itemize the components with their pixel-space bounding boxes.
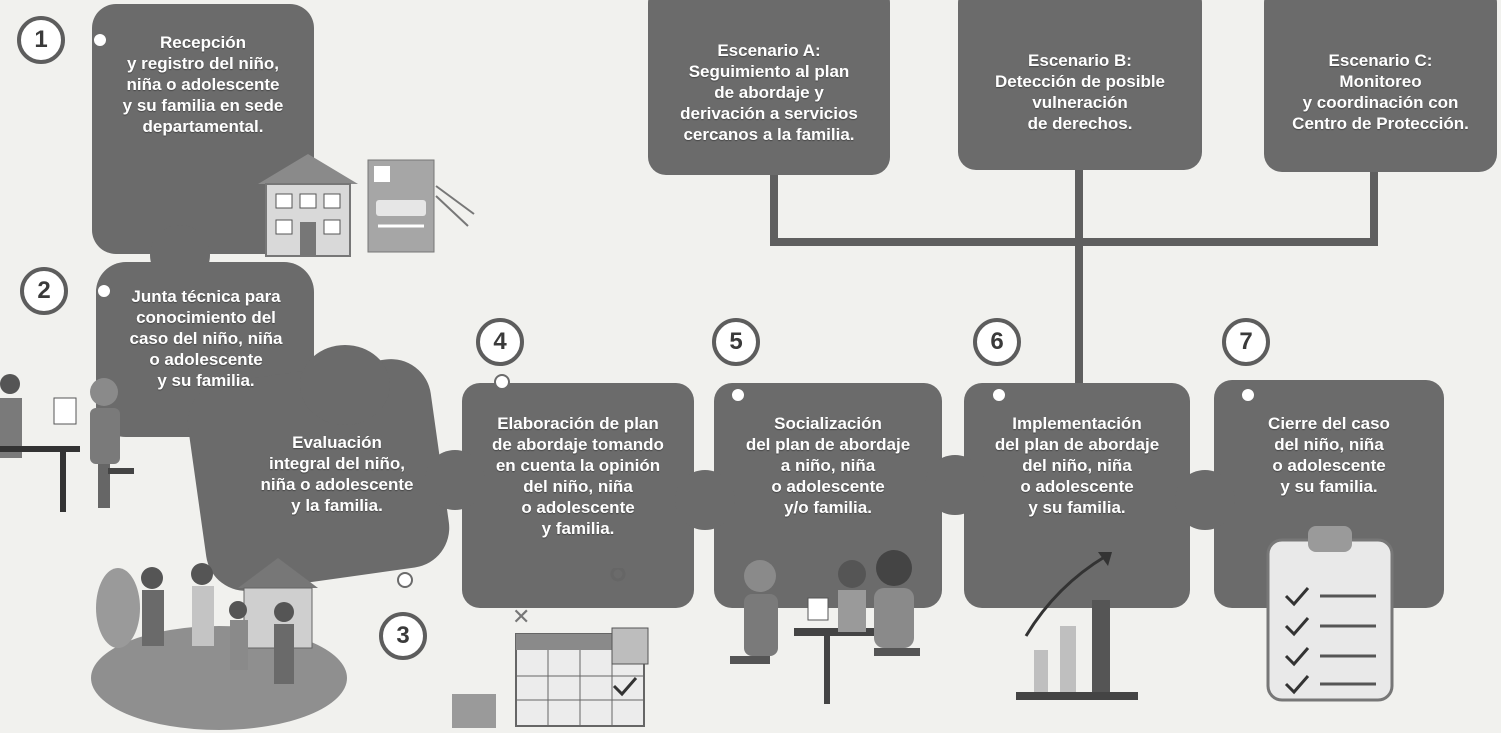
step-6-box [964, 383, 1190, 608]
scenario-c-text: Escenario C: Monitoreo y coordinación co… [1292, 51, 1469, 133]
scenario-b-text: Escenario B: Detección de posible vulner… [994, 51, 1166, 133]
step-5-dot [730, 387, 746, 403]
house-icon [258, 154, 358, 257]
step-5-number: 5 [712, 318, 760, 366]
step-4-dot [494, 374, 510, 390]
step-5-text: Socialización del plan de abordaje a niñ… [745, 414, 911, 517]
svg-text:✕: ✕ [512, 605, 530, 630]
step-3-number: 3 [379, 612, 427, 660]
scenario-a-box [648, 0, 890, 175]
conversation-icon [730, 550, 920, 704]
step-4-knob [425, 450, 485, 510]
calendar-icon: ✕ [452, 568, 649, 728]
step-7-knob [1175, 470, 1235, 530]
step-6-number: 6 [973, 318, 1021, 366]
meeting-icon [0, 374, 134, 512]
scenario-c-box [1264, 0, 1497, 172]
document-icon [367, 159, 475, 253]
step-2-text: Junta técnica para conocimiento del caso… [129, 287, 283, 390]
scenario-a-text: Escenario A: Seguimiento al plan de abor… [680, 41, 858, 144]
step-6-knob [925, 455, 985, 515]
step-1-number: 1 [17, 16, 65, 64]
clipboard-icon [1266, 526, 1394, 702]
connector-line-c [1370, 172, 1378, 245]
connector-line-b [1075, 170, 1083, 385]
step-2-dot [96, 283, 112, 299]
step-6-dot [991, 387, 1007, 403]
step-1-text: Recepción y registro del niño, niña o ad… [122, 33, 284, 136]
step-3-dot [397, 572, 413, 588]
family-icon [91, 558, 347, 730]
step-4-box [462, 383, 694, 608]
step-3-knob [300, 345, 390, 425]
step-2-number: 2 [20, 267, 68, 315]
step-6-text: Implementación del plan de abordaje del … [994, 414, 1160, 517]
scenario-b-box [958, 0, 1202, 170]
step-4-text: Elaboración de plan de abordaje tomando … [492, 414, 664, 538]
connector-line-a [770, 175, 778, 245]
growth-chart-icon [1016, 552, 1138, 700]
step-5-knob [675, 470, 735, 530]
step-7-dot [1240, 387, 1256, 403]
step-4-number: 4 [476, 318, 524, 366]
step-3-text: Evaluación integral del niño, niña o ado… [260, 433, 414, 515]
step-7-number: 7 [1222, 318, 1270, 366]
step-7-text: Cierre del caso del niño, niña o adolesc… [1268, 414, 1390, 496]
step-1-dot [92, 32, 108, 48]
connector-line-horizontal [770, 238, 1378, 246]
